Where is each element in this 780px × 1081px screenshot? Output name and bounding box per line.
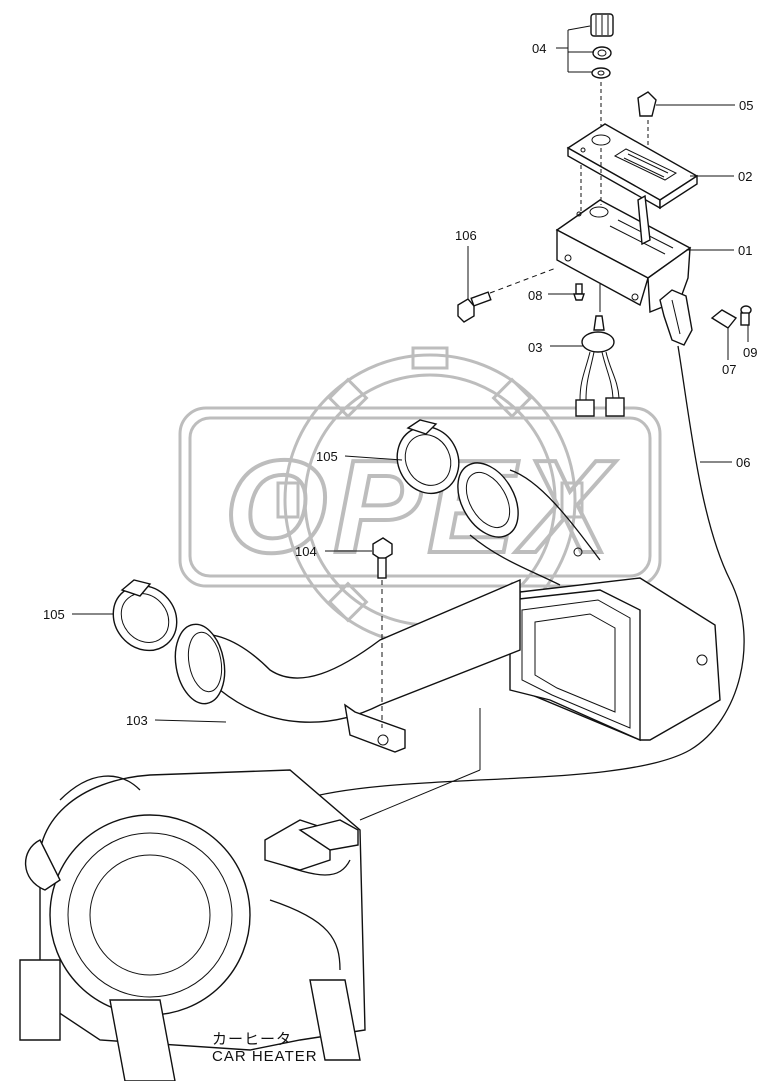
- duct-main: [509, 547, 721, 742]
- hose-clamp-upper: [396, 419, 460, 495]
- callout-08: 08: [528, 288, 542, 303]
- callout-103: 103: [126, 713, 148, 728]
- screw-09: [740, 305, 752, 326]
- hose-103: [174, 578, 521, 753]
- bolt-106: [457, 267, 557, 323]
- callout-09: 09: [743, 345, 757, 360]
- callout-105-lower: 105: [43, 607, 65, 622]
- lever-knob: [637, 91, 657, 160]
- duct-upper-outlet: [457, 462, 601, 586]
- callout-03: 03: [528, 340, 542, 355]
- caption-japanese: カーヒータ: [212, 1031, 293, 1048]
- bolt-104: [372, 537, 393, 728]
- callout-02: 02: [738, 169, 752, 184]
- hose-clamp-lower: [112, 579, 178, 652]
- callout-106: 106: [455, 228, 477, 243]
- knob-assembly: [590, 13, 614, 130]
- callout-104: 104: [295, 544, 317, 559]
- car-heater-unit: [19, 708, 481, 1081]
- switch-03: [575, 315, 625, 417]
- control-cable: [299, 345, 745, 801]
- bracket: [555, 148, 693, 346]
- screw-08: [573, 283, 585, 301]
- callout-105-upper: 105: [316, 449, 338, 464]
- callout-07: 07: [722, 362, 736, 377]
- clip-07: [710, 309, 738, 329]
- callout-05: 05: [739, 98, 753, 113]
- callout-01: 01: [738, 243, 752, 258]
- leader-lines: [72, 25, 749, 723]
- callout-04: 04: [532, 41, 546, 56]
- control-plate: [566, 123, 699, 210]
- caption-english: CAR HEATER: [212, 1048, 318, 1065]
- callout-06: 06: [736, 455, 750, 470]
